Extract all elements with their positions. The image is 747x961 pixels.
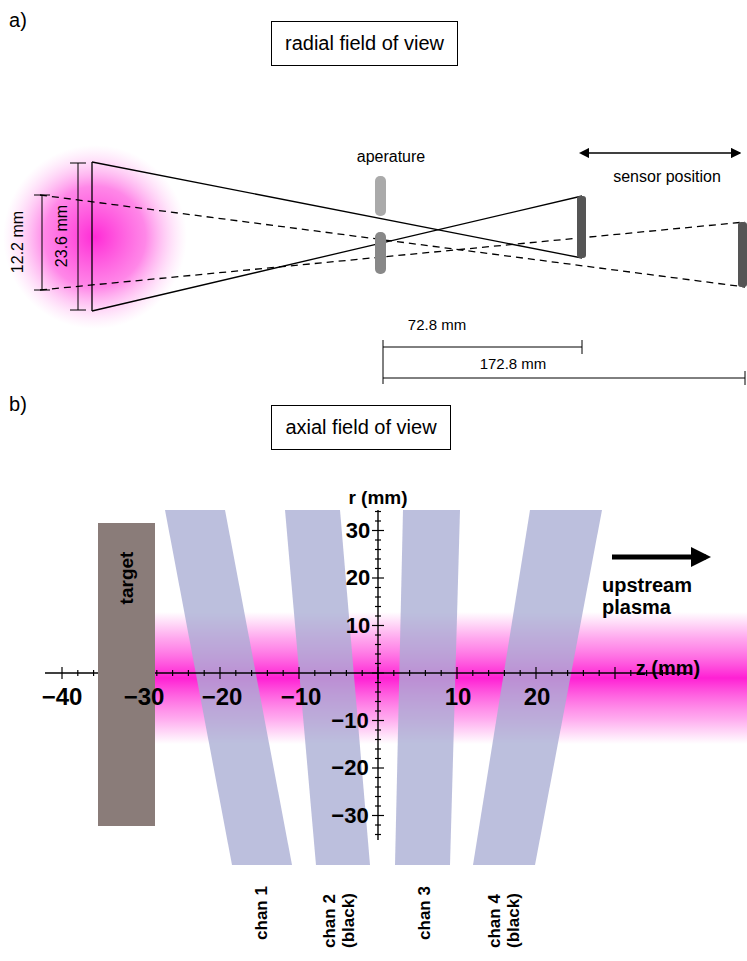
tick-label: 10 (346, 614, 370, 638)
tick-label: −10 (281, 684, 322, 710)
axis-title: r (mm) (348, 488, 407, 509)
dimension: 23.6 mm (53, 205, 71, 267)
channel-label: chan 2 (black) (321, 878, 358, 948)
aperture-plate (375, 176, 386, 216)
dimension: 172.8 mm (480, 356, 547, 373)
part-name: aperature (357, 148, 426, 166)
part-name: sensor position (613, 168, 721, 186)
axis-title: z (mm) (636, 657, 700, 679)
channel-bands (165, 510, 602, 865)
tick-label: −30 (331, 804, 368, 828)
flow-arrow (612, 555, 706, 560)
tick-label: 20 (346, 566, 370, 590)
tick-label: 30 (346, 519, 370, 543)
panel-title: radial field of view (272, 32, 457, 55)
tick-label: −30 (124, 684, 165, 710)
sensor (577, 196, 586, 258)
sensor (738, 222, 747, 287)
tick-label: 20 (524, 684, 551, 710)
plasma-blob (3, 145, 187, 329)
sight-lines (40, 162, 745, 311)
tick-label: −20 (331, 756, 368, 780)
flow-label: upstream plasma (602, 574, 712, 618)
title-box: radial field of view (271, 21, 458, 66)
channel-label: chan 1 (253, 886, 272, 940)
tick-label: −40 (42, 684, 83, 710)
tick-label: −10 (331, 709, 368, 733)
panel-title: axial field of view (272, 416, 450, 439)
title-box: axial field of view (271, 405, 451, 450)
dimension: 72.8 mm (408, 317, 466, 334)
r-axis (377, 510, 378, 840)
target-label: target (116, 551, 138, 604)
dimension-lines (34, 153, 745, 385)
panel-letter: b) (9, 393, 27, 415)
panel-letter: a) (9, 9, 27, 31)
channel-label: chan 4 (black) (486, 878, 523, 948)
tick-label: 10 (445, 684, 472, 710)
aperture-plate (375, 232, 386, 274)
target-block: target (98, 523, 155, 826)
dimension: 12.2 mm (9, 211, 27, 273)
channel-label: chan 3 (416, 886, 435, 940)
tick-label: −20 (202, 684, 243, 710)
